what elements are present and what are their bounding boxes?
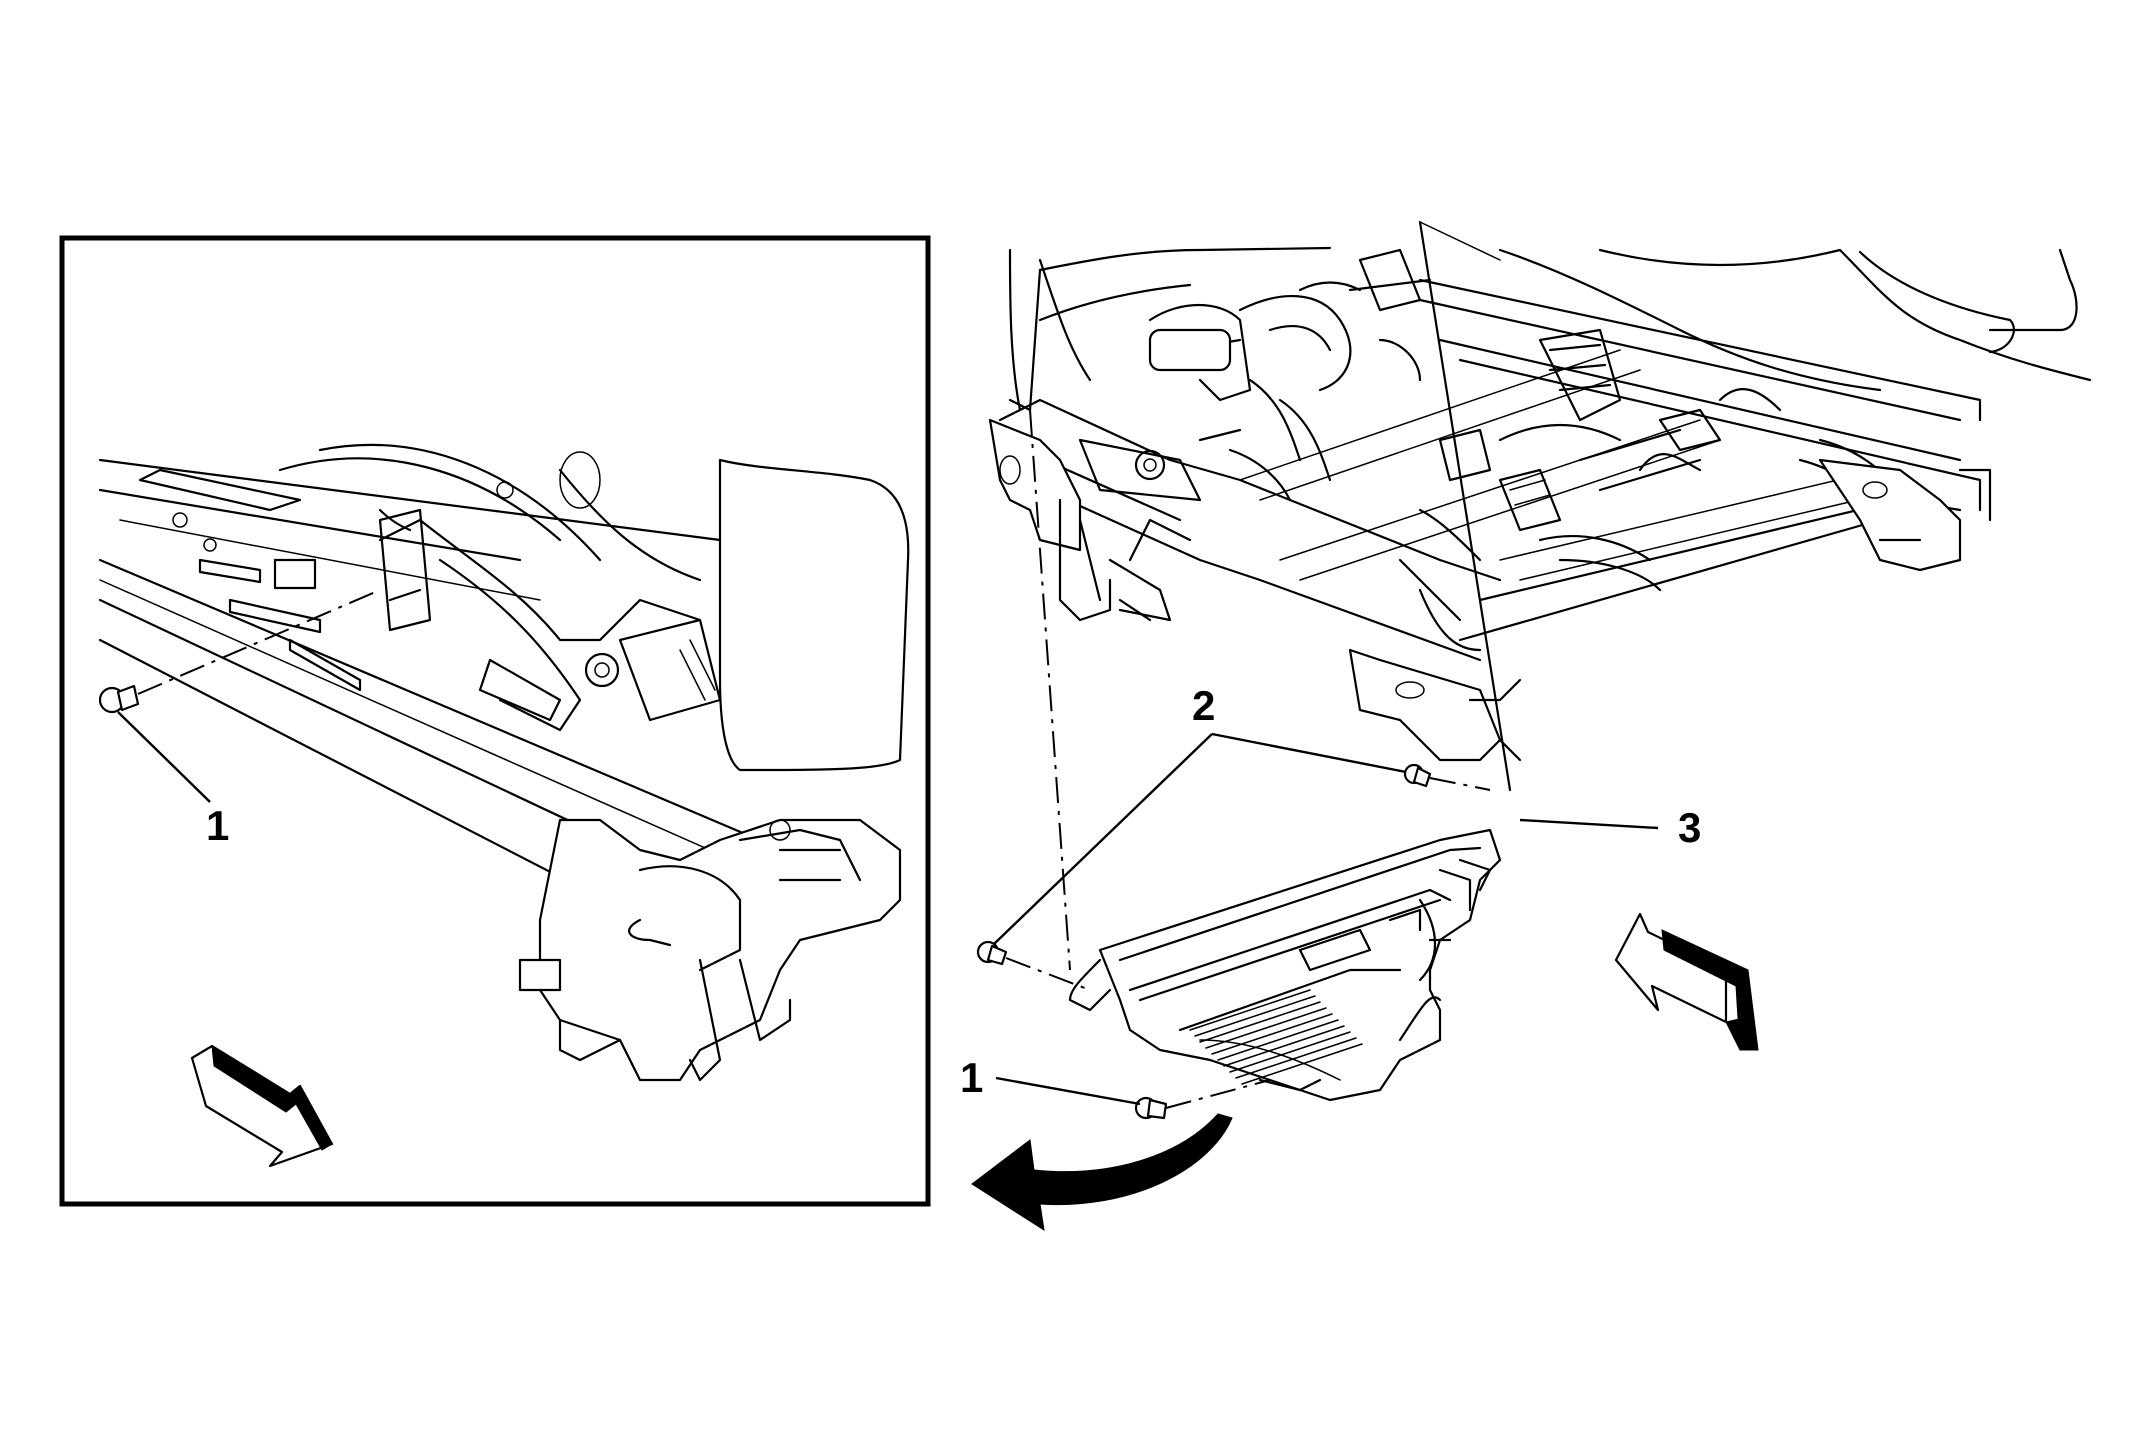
detail-inset: 1 <box>59 235 931 1207</box>
inset-seat-panel <box>718 458 910 772</box>
vehicle-body-outline <box>1008 246 2092 412</box>
callout-2-leaders <box>993 732 1407 945</box>
inset-fastener <box>98 589 381 714</box>
inset-callout-1: 1 <box>206 802 229 849</box>
left-seat-bracket <box>988 418 1192 622</box>
inset-frame-rail <box>98 443 832 982</box>
seat-mechanism <box>1078 248 1902 652</box>
callout-1-leader <box>995 1076 1141 1106</box>
removal-guide-right <box>1418 220 1512 792</box>
view-direction-arrow-icon <box>190 1044 334 1168</box>
main-view: 2 3 1 <box>960 220 2092 1232</box>
callout-3-leader <box>1519 818 1659 830</box>
right-seat-bracket <box>1818 458 1992 572</box>
fastener-2-right <box>1403 763 1491 791</box>
fastener-2-left <box>976 940 1091 991</box>
inset-lower-bracket <box>518 818 902 1082</box>
callout-2: 2 <box>1192 682 1215 729</box>
center-lower-bracket <box>1348 648 1522 762</box>
inset-seat-bracket <box>273 508 722 732</box>
trim-panel <box>1068 828 1502 1102</box>
view-direction-arrow-icon <box>1614 912 1759 1051</box>
callout-3: 3 <box>1678 804 1701 851</box>
inset-leader-1 <box>117 711 211 803</box>
curved-removal-arrow-icon <box>971 1113 1233 1232</box>
callout-1: 1 <box>960 1054 983 1101</box>
seat-frame-rails <box>998 278 1982 662</box>
fastener-1 <box>1134 1079 1271 1120</box>
removal-guide-top <box>1419 221 1501 261</box>
panel-grille <box>1189 989 1363 1085</box>
